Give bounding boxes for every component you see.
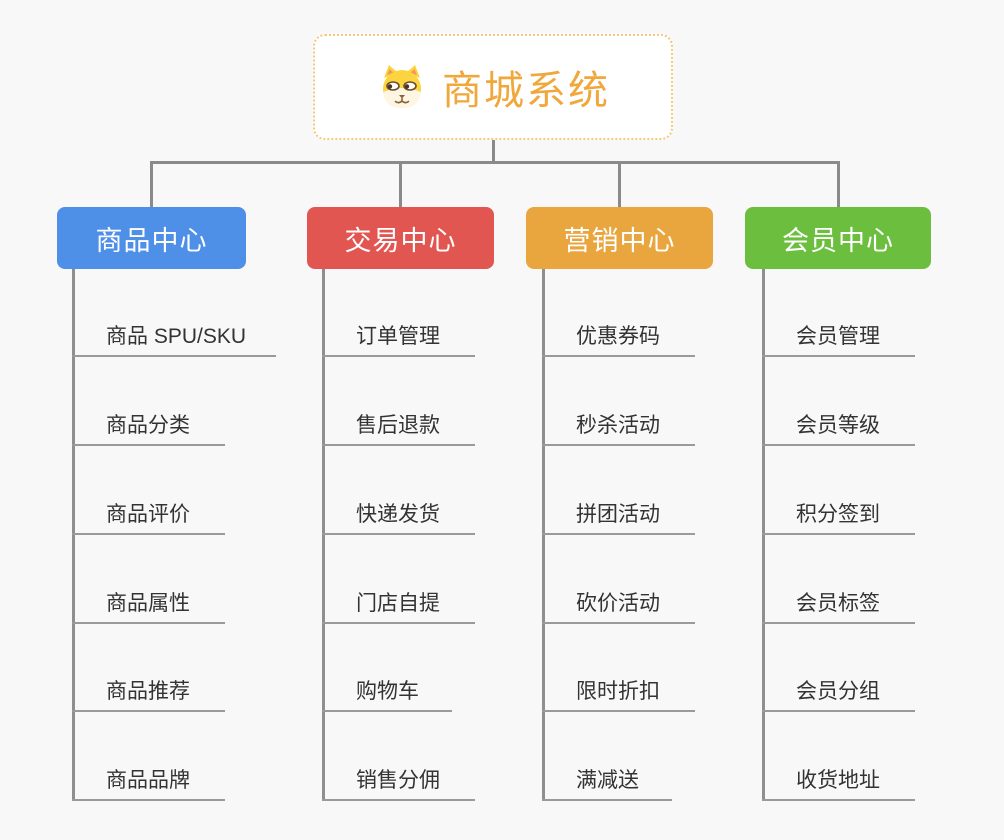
child-item[interactable]: 商品推荐 (72, 676, 225, 712)
child-item[interactable]: 门店自提 (322, 588, 475, 624)
child-item[interactable]: 砍价活动 (542, 588, 695, 624)
branch-spine-marketing (542, 269, 545, 801)
child-item[interactable]: 商品分类 (72, 410, 225, 446)
connector-horizontal-line (150, 161, 840, 164)
branch-spine-member (762, 269, 765, 801)
child-item[interactable]: 商品评价 (72, 499, 225, 535)
connector-drop-trade (399, 161, 402, 208)
child-item[interactable]: 收货地址 (762, 765, 915, 801)
branch-node-member-center[interactable]: 会员中心 (745, 207, 931, 269)
child-item[interactable]: 商品品牌 (72, 765, 225, 801)
child-item[interactable]: 售后退款 (322, 410, 475, 446)
child-item[interactable]: 满减送 (542, 765, 672, 801)
child-item[interactable]: 限时折扣 (542, 676, 695, 712)
child-item[interactable]: 秒杀活动 (542, 410, 695, 446)
connector-root-stub (492, 140, 495, 164)
child-item[interactable]: 会员等级 (762, 410, 915, 446)
child-item[interactable]: 积分签到 (762, 499, 915, 535)
child-item[interactable]: 拼团活动 (542, 499, 695, 535)
branch-node-product-center[interactable]: 商品中心 (57, 207, 246, 269)
child-item[interactable]: 会员分组 (762, 676, 915, 712)
branch-spine-trade (322, 269, 325, 801)
connector-drop-member (837, 161, 840, 208)
branch-node-trade-center[interactable]: 交易中心 (307, 207, 494, 269)
connector-drop-marketing (618, 161, 621, 208)
dog-face-icon (383, 65, 421, 108)
root-node[interactable]: 商城系统 (313, 34, 673, 140)
child-item[interactable]: 快递发货 (322, 499, 475, 535)
connector-drop-product (150, 161, 153, 208)
child-item[interactable]: 商品 SPU/SKU (72, 321, 276, 357)
child-item[interactable]: 会员管理 (762, 321, 915, 357)
child-item[interactable]: 会员标签 (762, 588, 915, 624)
branch-node-marketing-center[interactable]: 营销中心 (526, 207, 713, 269)
child-item[interactable]: 优惠券码 (542, 321, 695, 357)
root-label: 商城系统 (442, 69, 610, 113)
child-item[interactable]: 订单管理 (322, 321, 475, 357)
branch-spine-product (72, 269, 75, 801)
child-item[interactable]: 销售分佣 (322, 765, 475, 801)
child-item[interactable]: 购物车 (322, 676, 452, 712)
child-item[interactable]: 商品属性 (72, 588, 225, 624)
